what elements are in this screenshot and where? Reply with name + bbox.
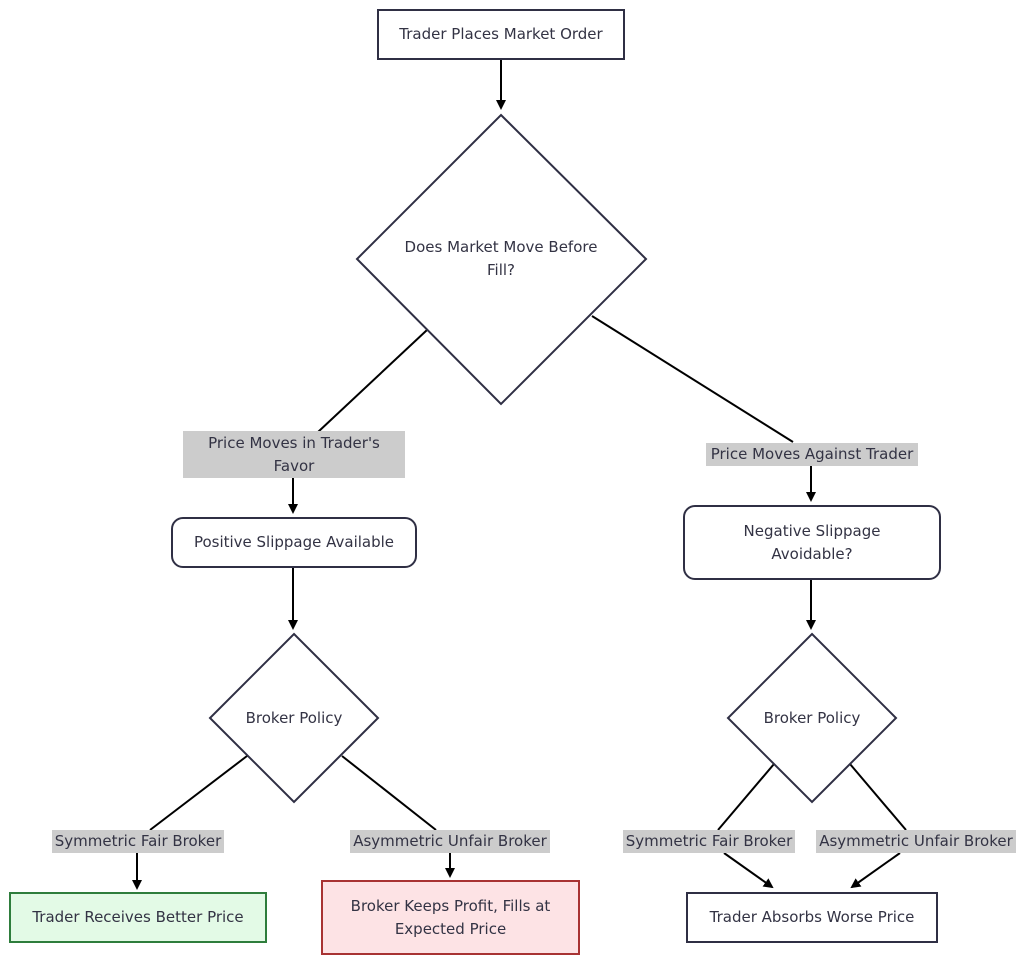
node-negative-slippage: Negative Slippage Avoidable? [683, 505, 941, 580]
node-broker-policy-left: Broker Policy [245, 708, 343, 727]
edge-label-against: Price Moves Against Trader [706, 443, 918, 466]
edge-right-fair-to-worse [723, 852, 774, 889]
decision-diamond-policy-right [726, 632, 898, 804]
edge-label-left-unfair: Asymmetric Unfair Broker [350, 830, 550, 853]
node-trader-better-price: Trader Receives Better Price [9, 892, 267, 943]
node-broker-policy-right: Broker Policy [763, 708, 861, 727]
node-broker-keeps-profit: Broker Keeps Profit, Fills at Expected P… [321, 880, 580, 955]
edge-label-right-fair: Symmetric Fair Broker [623, 830, 795, 853]
decision-diamond-policy-left [208, 632, 380, 804]
decision-diamond-move [355, 113, 648, 406]
edge-decision-to-against [591, 315, 794, 443]
node-market-move-decision: Does Market Move Before Fill? [404, 238, 598, 279]
edge-policy-right-to-fair [717, 763, 775, 831]
edge-policy-right-to-unfair [849, 763, 907, 831]
edge-label-left-fair: Symmetric Fair Broker [52, 830, 224, 853]
edge-policy-left-to-unfair [341, 755, 437, 831]
edge-decision-to-favor [317, 329, 428, 433]
edge-label-favor: Price Moves in Trader's Favor [183, 431, 405, 478]
edge-policy-left-to-fair [149, 755, 248, 831]
node-trader-worse-price: Trader Absorbs Worse Price [686, 892, 938, 943]
node-positive-slippage: Positive Slippage Available [171, 517, 417, 568]
edge-right-unfair-to-worse [850, 852, 901, 889]
node-trader-places-order: Trader Places Market Order [377, 9, 625, 60]
edge-label-right-unfair: Asymmetric Unfair Broker [816, 830, 1016, 853]
